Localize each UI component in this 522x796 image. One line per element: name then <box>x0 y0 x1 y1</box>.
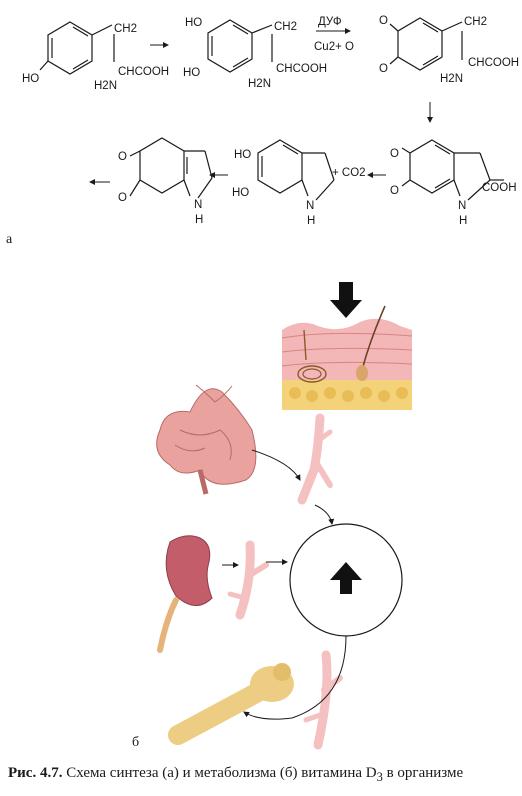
hydrogen-label: H <box>459 215 467 227</box>
hydroxyl-bottom-label: HO <box>183 67 200 79</box>
blood-vessel-icon <box>297 413 333 505</box>
nitrogen-label: N <box>194 199 202 211</box>
blood-vessel-icon <box>227 540 269 620</box>
acid-label: CHCOOH <box>118 66 169 78</box>
hydroxyl-label: HO <box>22 73 39 85</box>
amine-label: H2N <box>440 73 463 85</box>
oxygen-top-label: O <box>379 15 388 27</box>
hydroxyl-top-label: HO <box>234 149 251 161</box>
amine-label: H2N <box>94 80 117 92</box>
bone-icon <box>168 663 294 745</box>
caption-text: Схема синтеза (а) и метаболизма (б) вита… <box>66 765 377 781</box>
dopa-structure: HO HO CH2 CHCOOH H2N <box>183 17 327 90</box>
down-arrow-icon <box>330 282 362 318</box>
oxygen-bottom-label: O <box>118 192 127 204</box>
dopachrome-structure: O O COOH N H <box>390 139 517 227</box>
oxygen-top-label: O <box>390 148 399 160</box>
acid-label: CHCOOH <box>468 57 519 69</box>
intestine-icon <box>156 384 257 495</box>
acid-label: CHCOOH <box>276 63 327 75</box>
nitrogen-label: N <box>306 200 314 212</box>
hydroxyl-top-label: HO <box>185 17 202 29</box>
indolequinone-structure: O O N H <box>118 137 213 226</box>
caption-suffix: в организме <box>386 765 464 781</box>
oxygen-top-label: O <box>118 151 127 163</box>
hydroxyl-bottom-label: HO <box>232 187 249 199</box>
oxygen-bottom-label: O <box>390 185 399 197</box>
kidney-icon <box>157 535 213 653</box>
hydrogen-label: H <box>307 215 315 227</box>
caption-sub: 3 <box>376 770 383 784</box>
nitrogen-label: N <box>458 200 466 212</box>
co2-label: + CO2 <box>332 167 366 179</box>
dihydroxyindoline-structure: HO HO + CO2 N H <box>232 139 366 227</box>
acid-label: COOH <box>482 182 517 194</box>
part-b-label: б <box>132 735 140 750</box>
reagent-bottom-label: Cu2+ O <box>314 41 354 53</box>
tyrosine-structure: CH2 CHCOOH H2N HO <box>22 21 169 92</box>
caption-prefix: Рис. 4.7. <box>8 765 63 781</box>
up-arrow-icon <box>330 562 362 594</box>
part-a-label: а <box>6 232 13 247</box>
dopaquinone-structure: O O CH2 CHCOOH H2N <box>379 15 519 85</box>
figure-caption: Рис. 4.7. Схема синтеза (а) и метаболизм… <box>8 765 518 785</box>
ch2-label: CH2 <box>274 21 297 33</box>
skin-section <box>281 305 413 410</box>
ch2-label: CH2 <box>114 23 137 35</box>
reagent-top-label: ДУФ <box>318 16 342 28</box>
ch2-label: CH2 <box>464 16 487 28</box>
hydrogen-label: H <box>195 214 203 226</box>
amine-label: H2N <box>248 78 271 90</box>
oxygen-bottom-label: O <box>379 63 388 75</box>
